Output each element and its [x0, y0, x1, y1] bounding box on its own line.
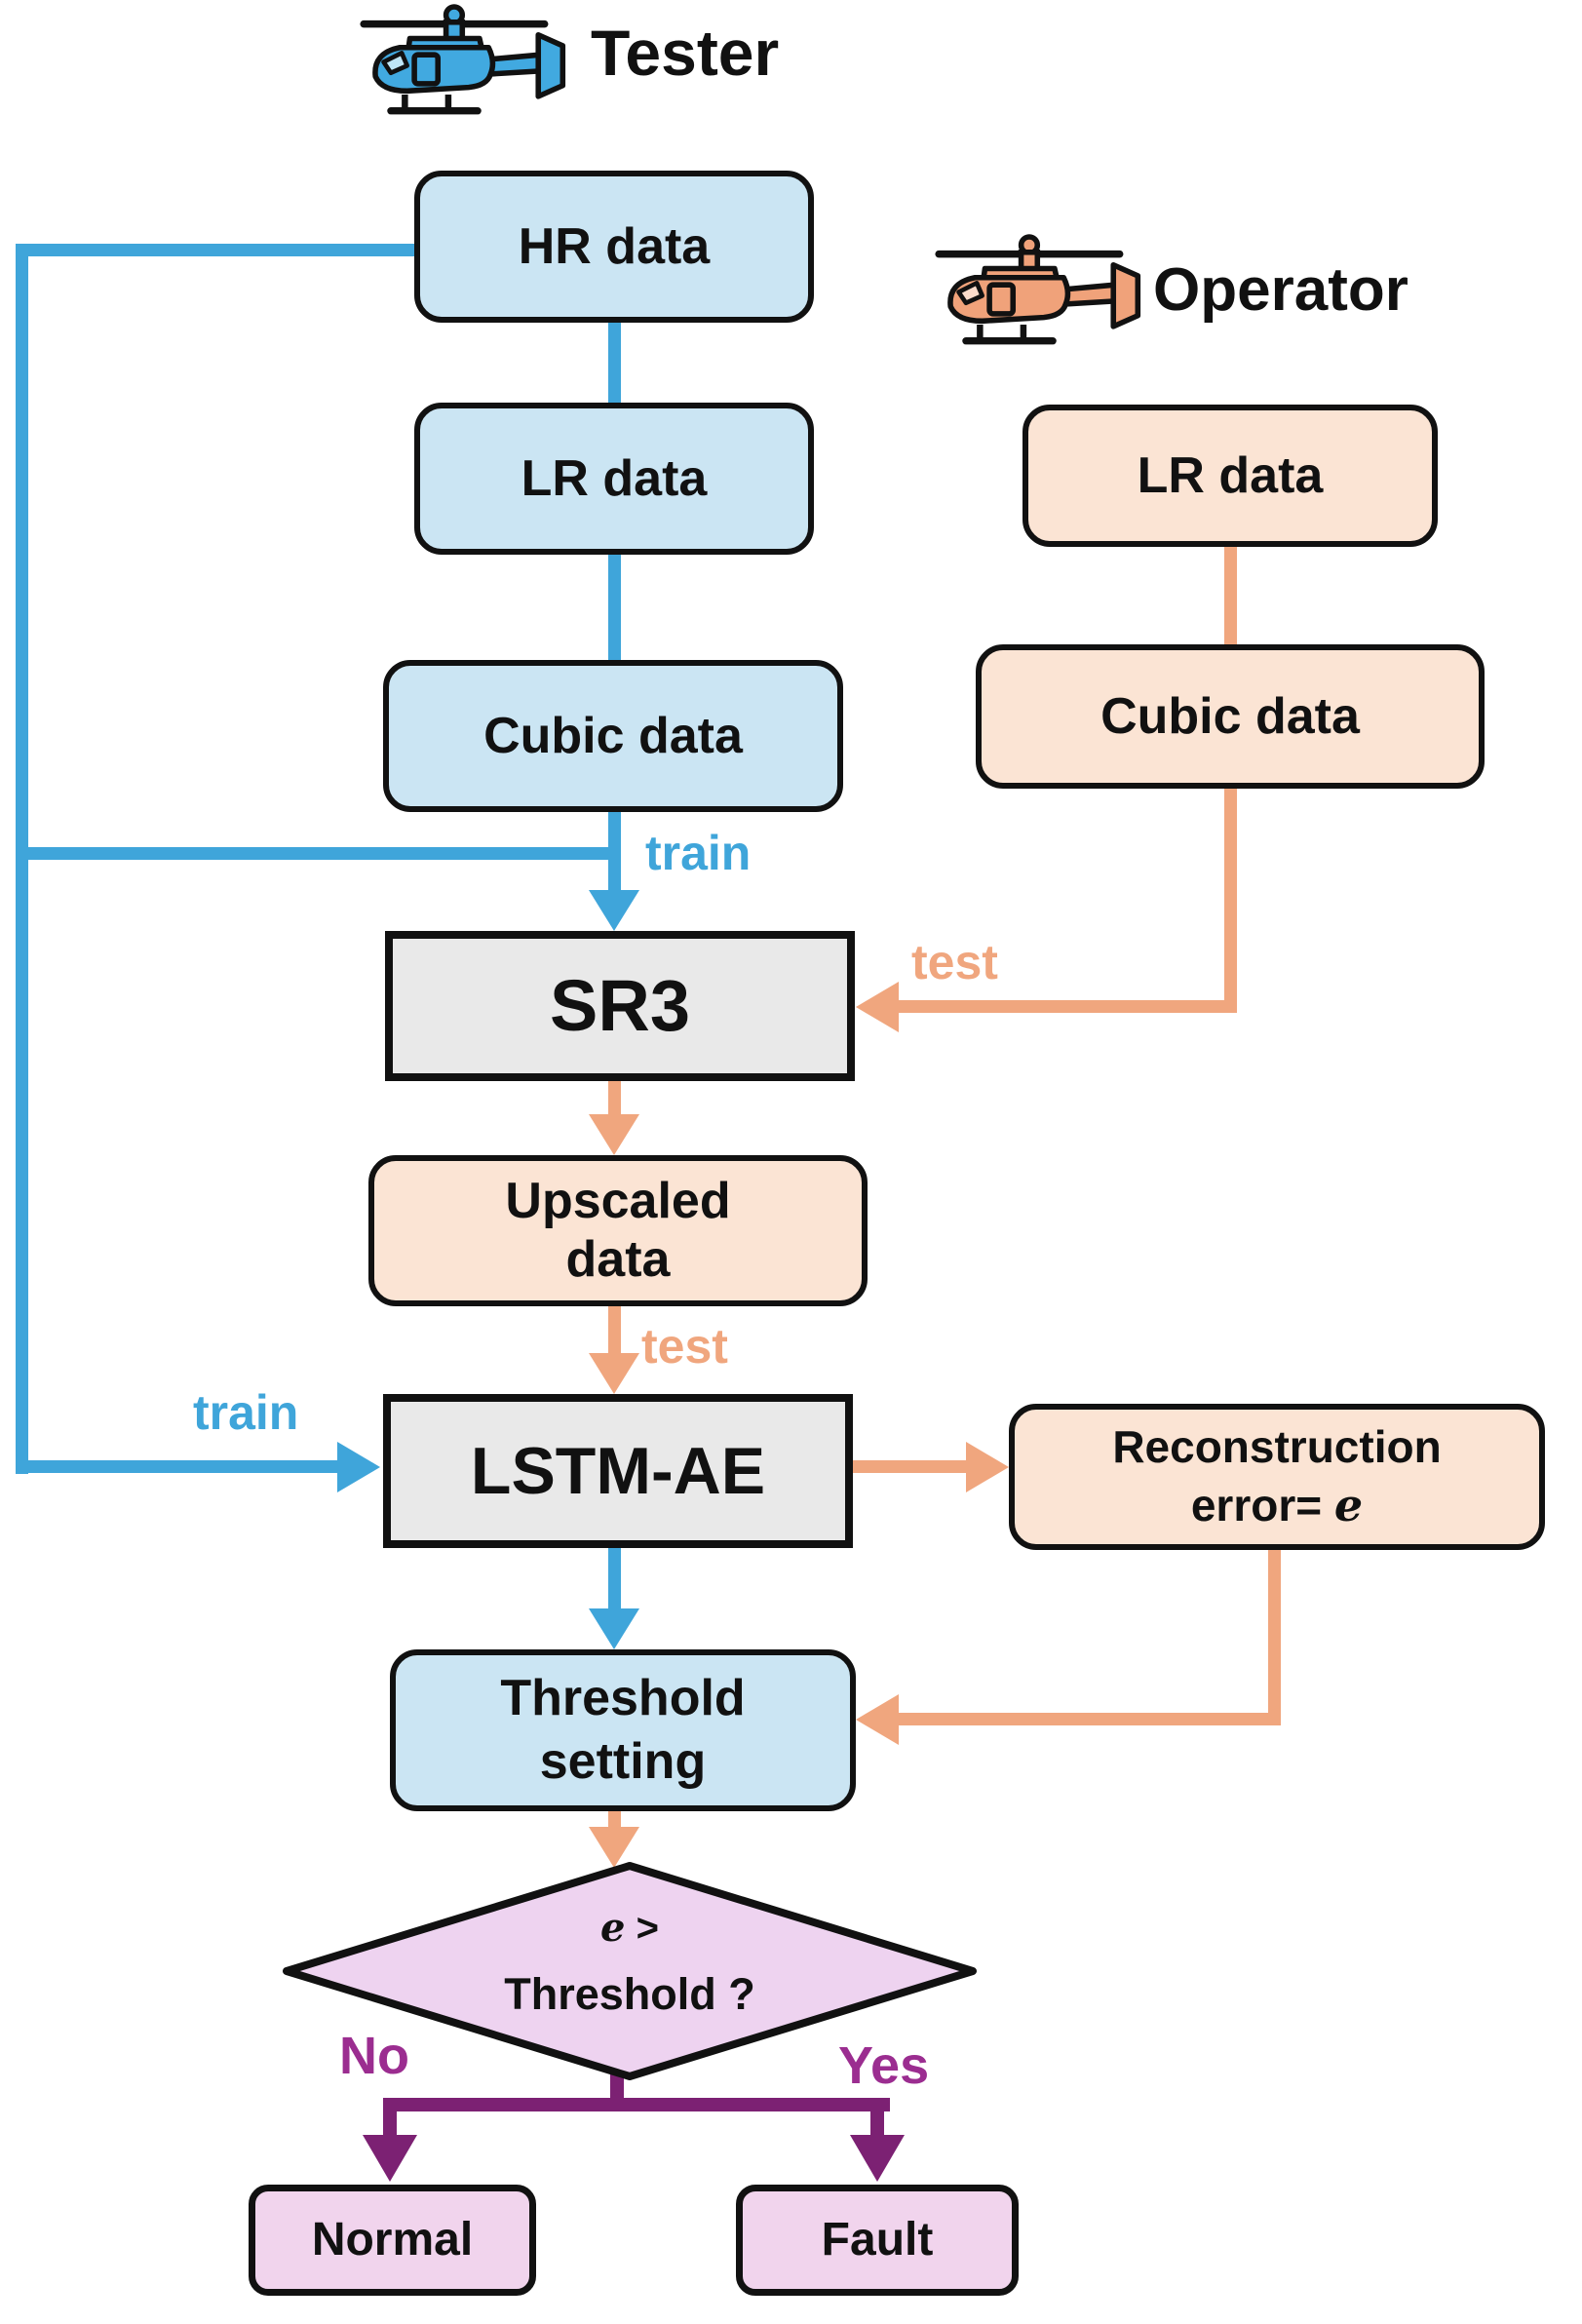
decision-diamond — [273, 1857, 986, 2085]
arrowhead-train-into-sr3 — [589, 890, 639, 931]
node-lr-data-tester-label: LR data — [521, 449, 708, 507]
node-cubic-data-operator: Cubic data — [976, 644, 1485, 789]
edge-left-branch-to-train — [16, 847, 621, 860]
label-yes: Yes — [838, 2036, 930, 2095]
threshold-line2: setting — [539, 1733, 707, 1790]
edge-test-to-sr3-horizontal — [897, 1000, 1237, 1013]
node-reconstruction-error: Reconstruction error= e — [1009, 1404, 1545, 1550]
tester-helicopter-icon — [353, 2, 579, 125]
node-lstm-ae: LSTM-AE — [383, 1394, 853, 1548]
edge-cubic-op-down — [1224, 788, 1237, 1013]
node-hr-data: HR data — [414, 171, 814, 323]
node-cubic-data-tester: Cubic data — [383, 660, 843, 812]
label-no: No — [339, 2027, 409, 2085]
edge-no-down — [383, 2098, 397, 2137]
node-fault: Fault — [736, 2185, 1019, 2296]
node-sr3-label: SR3 — [550, 964, 690, 1046]
arrowhead-into-fault — [850, 2135, 905, 2182]
edge-hr-to-left — [16, 244, 414, 256]
arrowhead-train-into-lstm — [337, 1442, 380, 1492]
edge-sr3-to-upscaled — [608, 1081, 621, 1116]
node-hr-data-label: HR data — [518, 217, 711, 275]
node-threshold-setting-label: Threshold setting — [500, 1667, 745, 1794]
node-cubic-data-operator-label: Cubic data — [1100, 687, 1360, 745]
decision-cond-op: > — [625, 1907, 659, 1950]
arrowhead-test-into-sr3 — [856, 982, 899, 1032]
edge-yes-down — [870, 2098, 884, 2137]
arrowhead-sr3-into-upscaled — [589, 1114, 639, 1155]
edge-hr-to-lr — [608, 322, 621, 405]
node-reconstruction-error-label: Reconstruction error= e — [1112, 1418, 1441, 1535]
decision-condition: e > — [386, 1905, 873, 1951]
edge-lstm-to-threshold — [608, 1548, 621, 1610]
arrowhead-upscaled-into-lstm — [589, 1353, 639, 1394]
edge-lr-op-to-cubic-op — [1224, 546, 1237, 646]
operator-label: Operator — [1153, 256, 1408, 324]
tester-label: Tester — [591, 17, 780, 89]
node-normal: Normal — [249, 2185, 536, 2296]
edge-split-horizontal — [383, 2098, 890, 2111]
recon-line1: Reconstruction — [1112, 1421, 1442, 1473]
node-lr-data-operator: LR data — [1023, 405, 1438, 547]
threshold-line1: Threshold — [500, 1670, 746, 1726]
edge-recon-to-threshold-horizontal — [897, 1713, 1281, 1725]
upscaled-line2: data — [565, 1230, 671, 1288]
label-test-sr3: test — [911, 935, 998, 989]
node-sr3: SR3 — [385, 931, 855, 1081]
node-lr-data-tester: LR data — [414, 403, 814, 555]
arrowhead-threshold-into-diamond — [589, 1827, 639, 1868]
edge-recon-down — [1268, 1550, 1281, 1725]
node-upscaled-data: Upscaled data — [368, 1155, 868, 1306]
operator-helicopter-icon — [928, 232, 1154, 355]
node-upscaled-data-label: Upscaled data — [505, 1173, 730, 1290]
label-train-sr3: train — [645, 826, 752, 880]
node-fault-label: Fault — [821, 2214, 934, 2266]
node-cubic-data-tester-label: Cubic data — [483, 707, 743, 764]
edge-lr-to-cubic — [608, 554, 621, 663]
arrowhead-into-normal — [363, 2135, 417, 2182]
arrowhead-into-recon — [966, 1442, 1009, 1492]
label-test-lstm: test — [641, 1319, 728, 1374]
edge-threshold-to-diamond — [608, 1811, 621, 1831]
arrowhead-recon-into-threshold — [856, 1694, 899, 1745]
edge-upscaled-to-lstm — [608, 1306, 621, 1355]
node-lr-data-operator-label: LR data — [1137, 446, 1324, 504]
node-lstm-ae-label: LSTM-AE — [470, 1433, 766, 1508]
edge-left-to-lstm — [16, 1460, 337, 1473]
decision-cond-var: e — [600, 1905, 626, 1951]
upscaled-line1: Upscaled — [505, 1172, 731, 1229]
recon-error-prefix: error= — [1190, 1480, 1334, 1530]
label-train-lstm: train — [193, 1385, 299, 1440]
edge-lstm-to-recon — [853, 1460, 968, 1473]
recon-error-var: e — [1333, 1479, 1364, 1531]
arrowhead-lstm-into-threshold — [589, 1608, 639, 1649]
node-threshold-setting: Threshold setting — [390, 1649, 856, 1811]
decision-question: Threshold ? — [504, 1969, 755, 2019]
node-normal-label: Normal — [311, 2214, 474, 2266]
